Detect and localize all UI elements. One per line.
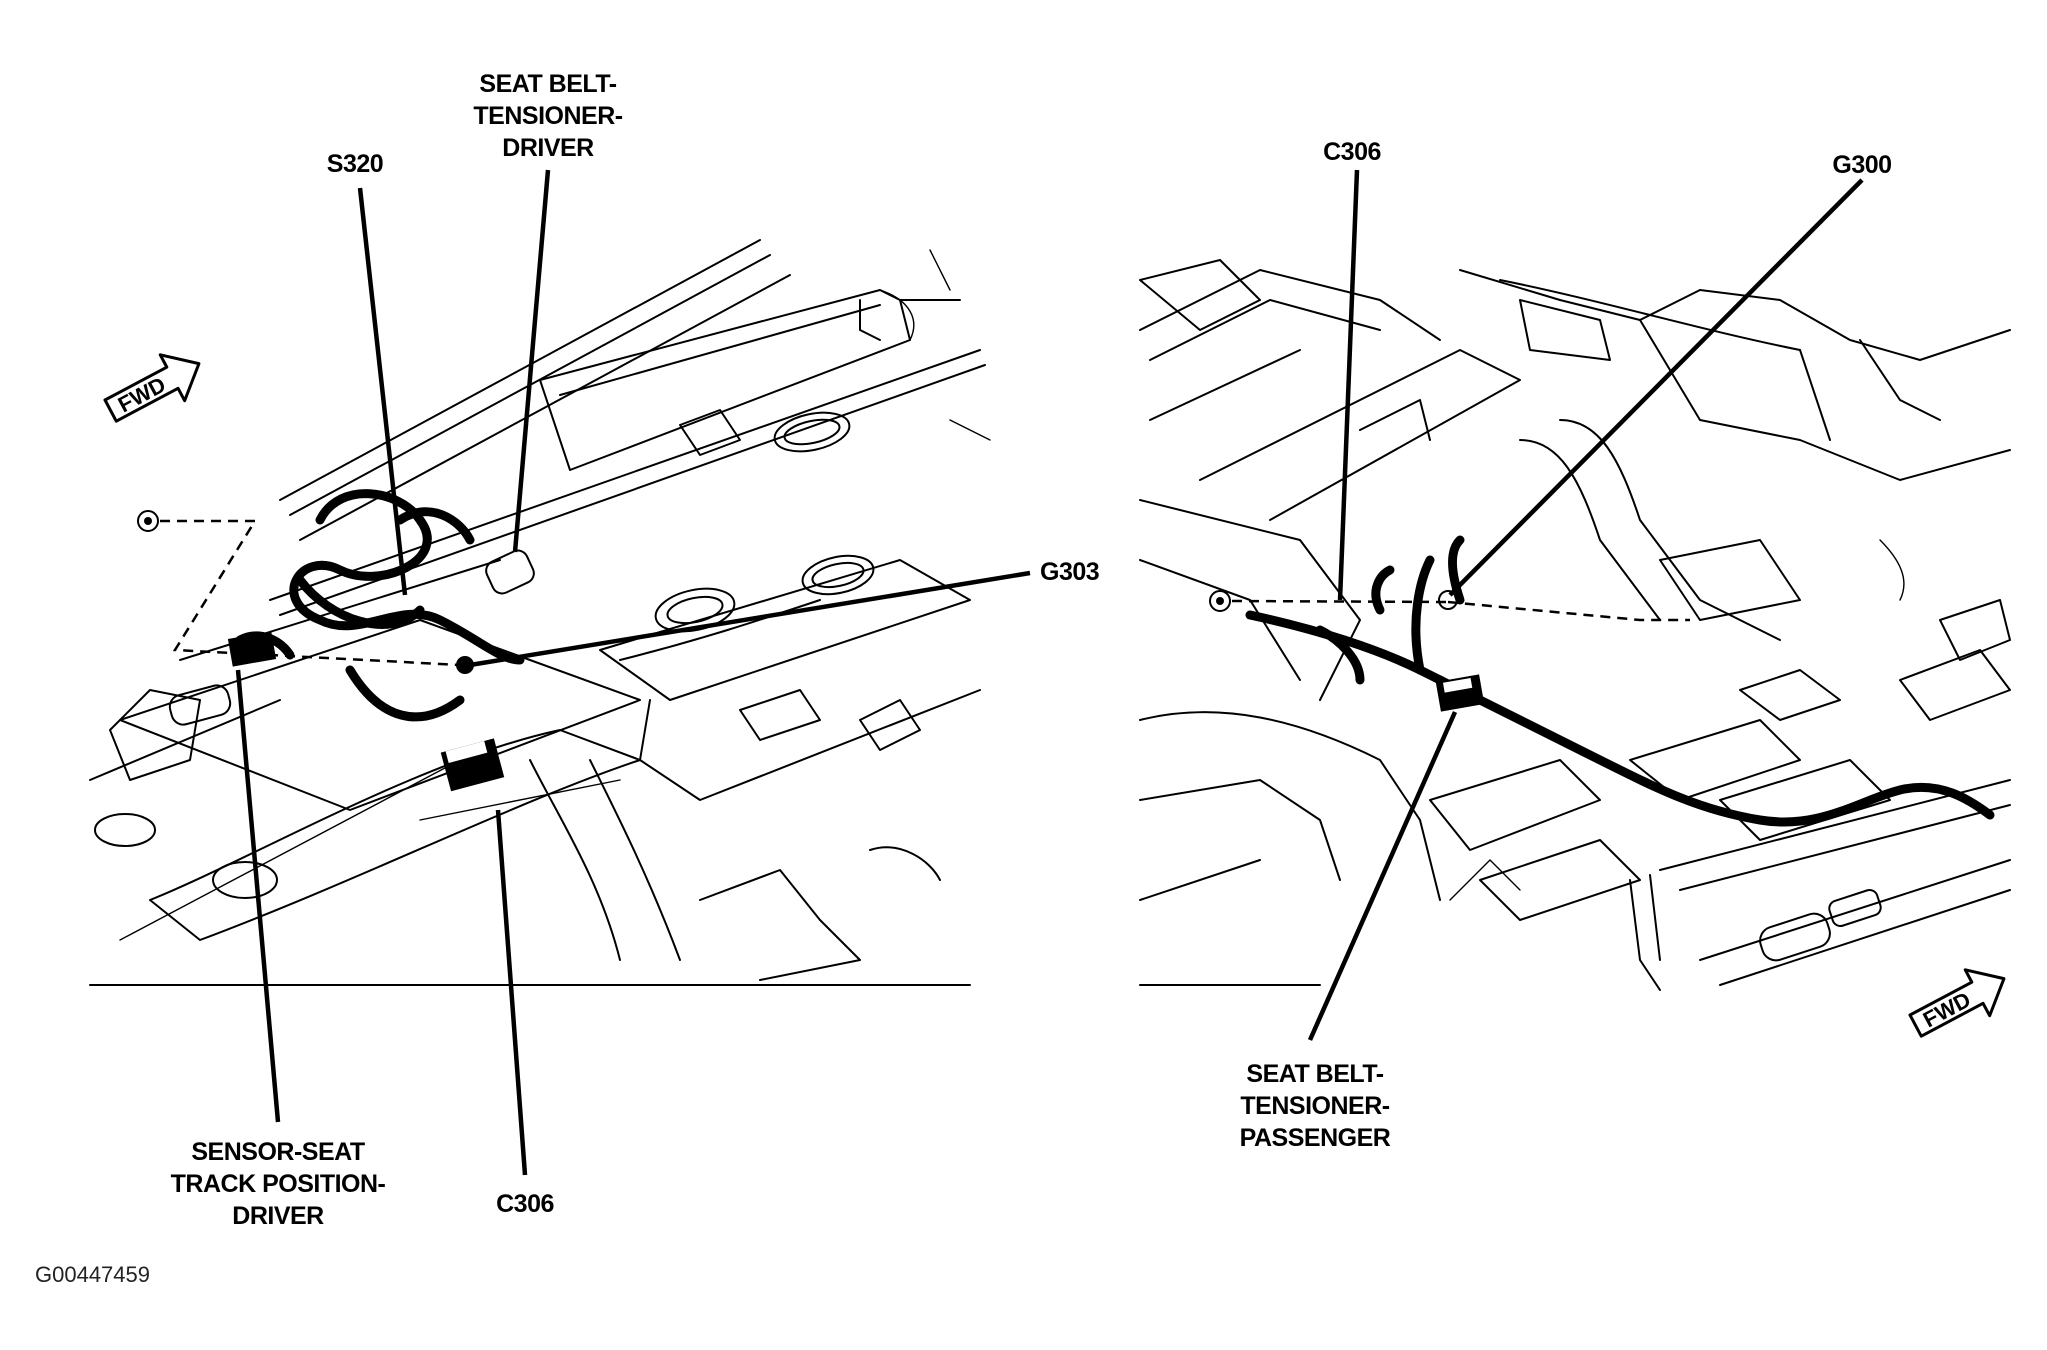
sensor-seat-track-label-2: TRACK POSITION-	[171, 1170, 386, 1198]
s320-leader	[357, 187, 408, 596]
right-labels: C306 G300 SEAT BELT- TENSIONER- PASSENGE…	[1240, 138, 1892, 1152]
left-fwd-text: FWD	[114, 372, 170, 418]
g303-label: G303	[1040, 558, 1099, 586]
seat-belt-tensioner-driver-label-3: DRIVER	[502, 134, 594, 162]
seat-belt-tensioner-driver-leader	[512, 169, 551, 553]
right-dashed-ground-path	[1231, 599, 1690, 622]
c306-right-leader	[1337, 169, 1360, 601]
g300-label: G300	[1832, 151, 1891, 179]
seat-belt-tensioner-driver-label-2: TENSIONER-	[473, 102, 622, 130]
right-leader-lines	[1307, 169, 1864, 1041]
right-fwd-text: FWD	[1919, 987, 1975, 1033]
seat-belt-tensioner-passenger-leader	[1307, 711, 1458, 1041]
seat-belt-tensioner-driver-label-1: SEAT BELT-	[479, 70, 616, 98]
left-floor-pan-art	[89, 239, 991, 986]
c306-left-leader	[495, 809, 528, 1176]
c306-left-label: C306	[496, 1190, 554, 1218]
right-floor-pan-art	[1139, 259, 2011, 991]
right-components	[1209, 590, 1485, 712]
left-components	[137, 510, 535, 792]
left-dashed-ground-path	[160, 519, 461, 667]
g300-leader	[1448, 178, 1864, 597]
c306-right-label: C306	[1323, 138, 1381, 166]
left-leader-lines	[235, 169, 1031, 1176]
seat-belt-tensioner-passenger-label-2: TENSIONER-	[1240, 1092, 1389, 1120]
sensor-seat-track-leader	[235, 669, 281, 1123]
sensor-seat-track-label-3: DRIVER	[232, 1202, 324, 1230]
g303-leader	[469, 570, 1031, 668]
left-fwd-arrow: FWD	[103, 353, 201, 423]
s320-label: S320	[327, 150, 383, 178]
seat-belt-tensioner-passenger-label-1: SEAT BELT-	[1246, 1060, 1383, 1088]
left-labels: SEAT BELT- TENSIONER- DRIVER S320 G303 S…	[171, 70, 1100, 1230]
right-fwd-arrow: FWD	[1908, 968, 2006, 1038]
sensor-seat-track-label-1: SENSOR-SEAT	[191, 1138, 364, 1166]
seat-belt-tensioner-passenger-label-3: PASSENGER	[1240, 1124, 1391, 1152]
right-wiring-harness	[1245, 535, 1995, 827]
figure-id: G00447459	[35, 1262, 150, 1287]
